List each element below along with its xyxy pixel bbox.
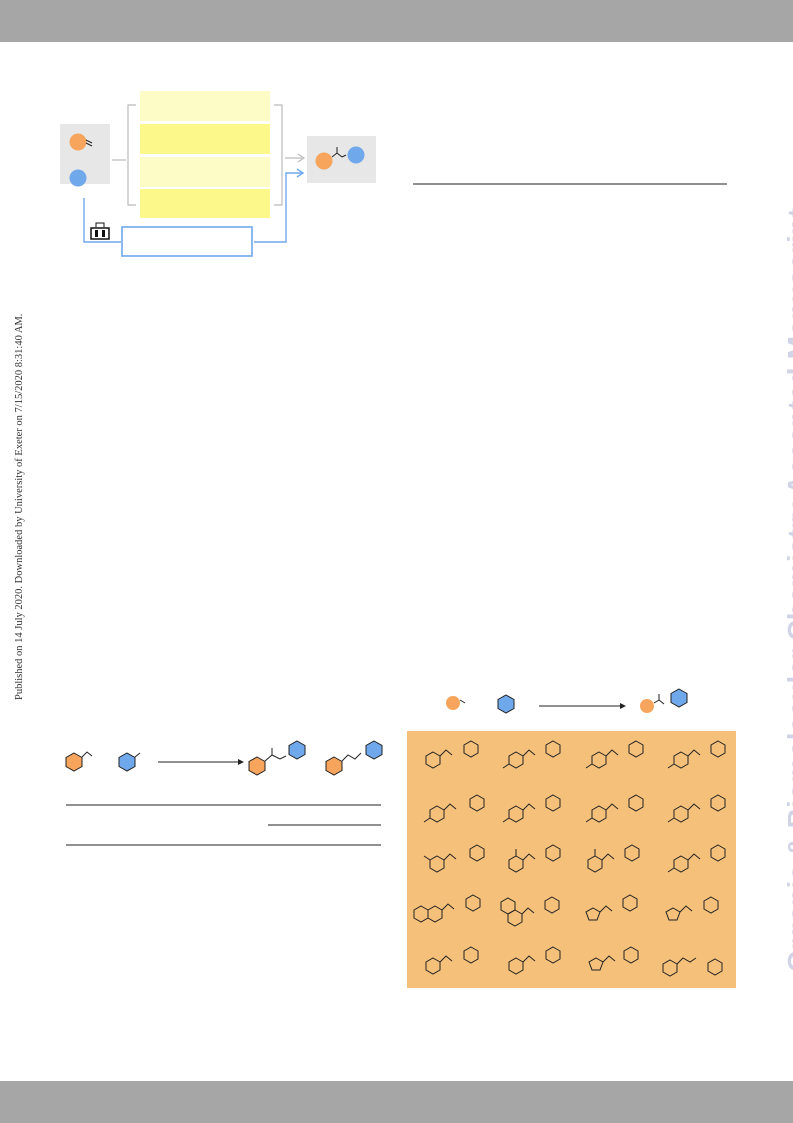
condition-box-1 [140,91,270,121]
orange-reagent-icon [69,133,87,151]
header-bar [0,0,793,42]
structure-icon [423,794,726,823]
reactor-icon [90,222,110,240]
condition-box-2 [140,124,270,154]
structure-icon [423,844,726,873]
scope-panel [407,731,736,988]
scheme-reaction [65,740,383,846]
scheme-scope [407,688,736,988]
condition-box-3 [140,157,270,187]
condition-box-4 [140,189,270,218]
right-bracket [274,104,283,206]
left-bracket [127,104,136,206]
footer-bar [0,1081,793,1123]
photo-flow-box [121,226,253,257]
blue-reagent-icon [69,169,87,187]
scheme-overview [60,91,376,257]
structure-icon [425,740,726,769]
structure-icon [413,894,719,927]
arrow-icon [297,153,306,163]
structure-icon [425,946,723,977]
